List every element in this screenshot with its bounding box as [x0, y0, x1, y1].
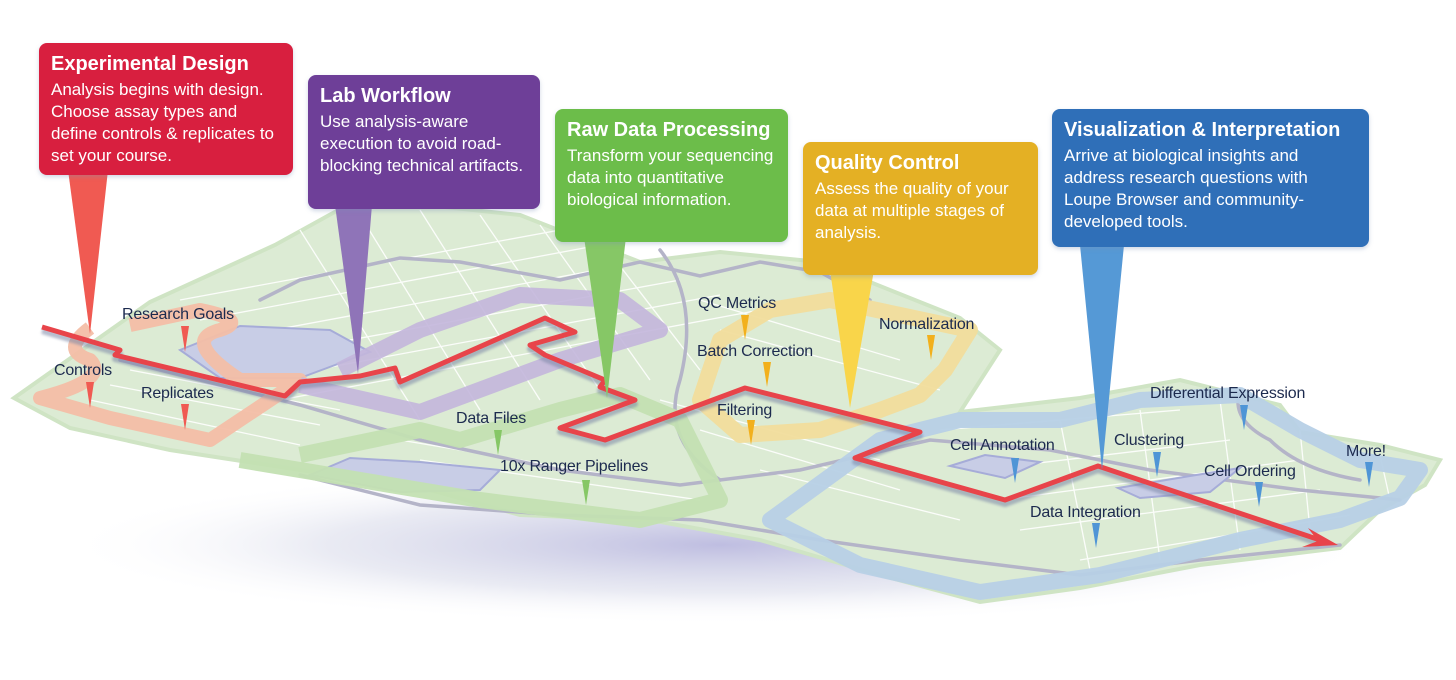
landmark-controls: Controls — [54, 362, 112, 379]
landmark-10x-ranger-pipelines: 10x Ranger Pipelines — [500, 458, 649, 475]
stage-description: Assess the quality of your data at multi… — [815, 179, 1009, 242]
marker-more — [1365, 462, 1373, 487]
marker-cell-ordering — [1255, 482, 1263, 507]
landmark-data-files: Data Files — [456, 410, 527, 427]
landmark-more: More! — [1346, 443, 1386, 460]
stage-description: Transform your sequencing data into quan… — [567, 146, 774, 209]
landmark-filtering: Filtering — [717, 402, 773, 419]
zone-raw — [238, 387, 728, 528]
viz-pin — [1080, 245, 1124, 470]
marker-research-goals — [181, 326, 189, 352]
marker-normalization — [927, 335, 935, 360]
stage-title: Experimental Design — [51, 53, 249, 75]
zone-viz — [762, 387, 1428, 600]
callout-quality-control: Quality Control Assess the quality of yo… — [803, 142, 1038, 275]
callout-visualization-interpretation: Visualization & Interpretation Arrive at… — [1052, 109, 1369, 247]
zone-lab — [298, 287, 668, 420]
landmark-differential-expression: Differential Expression — [1150, 385, 1306, 402]
marker-batch-correction — [763, 362, 771, 387]
qc-pin — [830, 270, 874, 408]
landmark-research-goals: Research Goals — [122, 306, 234, 323]
marker-data-files — [494, 430, 502, 455]
marker-controls — [86, 382, 94, 408]
landmark-normalization: Normalization — [879, 316, 975, 333]
stage-title: Lab Workflow — [320, 85, 451, 107]
marker-replicates — [181, 404, 189, 430]
landmark-cell-ordering: Cell Ordering — [1204, 463, 1296, 480]
district-clustering — [1114, 466, 1244, 500]
marker-filtering — [747, 420, 755, 445]
landmark-clustering: Clustering — [1114, 432, 1185, 449]
landmark-cell-annotation: Cell Annotation — [950, 437, 1055, 454]
landmark-replicates: Replicates — [141, 385, 214, 402]
zone-qc — [692, 292, 978, 443]
marker-cell-annotation — [1011, 458, 1019, 483]
lab-pin — [335, 205, 372, 374]
analysis-route — [41, 315, 1321, 543]
stage-description: Analysis begins with design. Choose assa… — [51, 80, 275, 165]
callout-experimental-design: Experimental Design Analysis begins with… — [39, 43, 293, 175]
marker-diff-expression — [1240, 405, 1248, 430]
marker-ranger — [582, 480, 590, 505]
landmark-markers — [86, 315, 1373, 548]
map-land — [10, 195, 1444, 605]
callout-lab-workflow: Lab Workflow Use analysis-aware executio… — [308, 75, 540, 209]
callout-raw-data-processing: Raw Data Processing Transform your seque… — [555, 109, 788, 242]
raw-pin — [584, 237, 626, 398]
stage-description: Arrive at biological insights and addres… — [1064, 146, 1308, 231]
stage-title: Raw Data Processing — [567, 119, 771, 141]
landmark-qc-metrics: QC Metrics — [698, 295, 777, 312]
stage-title: Quality Control — [815, 152, 960, 174]
design-pin — [68, 170, 108, 334]
marker-qc-metrics — [741, 315, 749, 340]
route-arrowhead — [1302, 528, 1338, 547]
stage-description: Use analysis-aware execution to avoid ro… — [320, 112, 524, 175]
landmark-batch-correction: Batch Correction — [697, 343, 813, 360]
stage-title: Visualization & Interpretation — [1064, 119, 1341, 141]
marker-data-integration — [1092, 523, 1100, 548]
landmark-data-integration: Data Integration — [1030, 504, 1141, 521]
marker-clustering — [1153, 452, 1161, 477]
